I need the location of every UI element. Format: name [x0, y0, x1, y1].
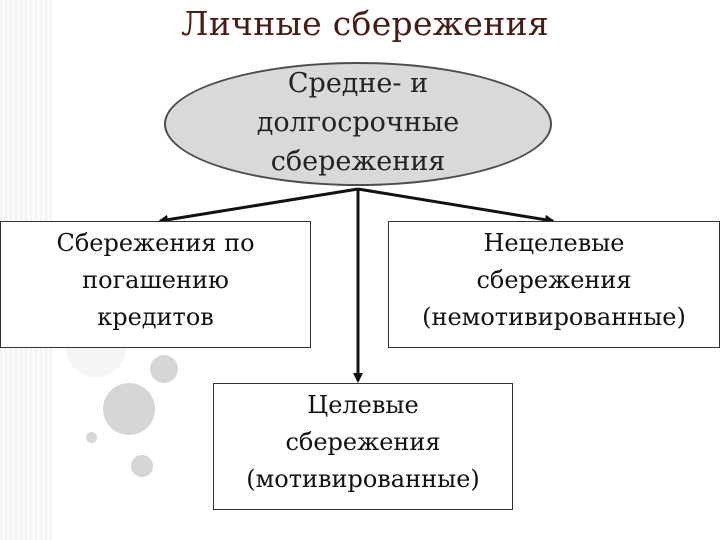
center-node-ellipse [164, 62, 552, 186]
decorative-circle-tiny [86, 432, 97, 443]
node-target-savings: Целевые сбережения (мотивированные) [213, 383, 513, 510]
decorative-circle-small [131, 455, 153, 477]
arrow-to-left-box [158, 187, 359, 225]
decorative-circle-small [150, 355, 178, 383]
arrow-to-right-box [357, 187, 555, 225]
decorative-circle-medium [103, 383, 155, 435]
center-node-label: Средне- и долгосрочные сбережения [256, 68, 460, 177]
page-title: Личные сбережения [181, 4, 549, 43]
node-non-target-savings: Нецелевые сбережения (немотивированные) [388, 221, 720, 348]
node-credit-repayment-savings: Сбережения по погашению кредитов [0, 221, 311, 348]
